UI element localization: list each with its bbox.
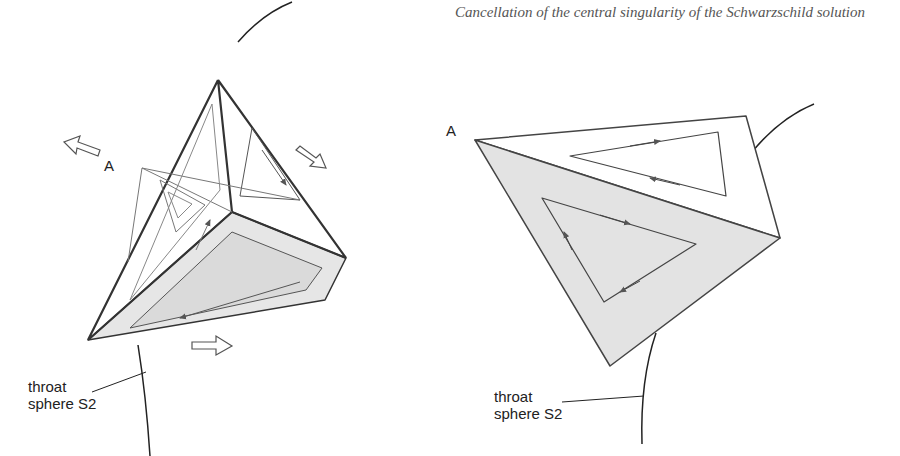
throat-label: throat sphere S2 [494, 388, 574, 423]
throat-label: throat sphere S2 [28, 378, 108, 413]
right-faces [475, 116, 780, 366]
leader-lines [92, 372, 644, 402]
vertex-label: A [446, 122, 466, 139]
motion-arrows [64, 136, 326, 355]
vertex-label: A [104, 157, 124, 174]
running-header: Cancellation of the central singularity … [455, 4, 895, 21]
left-tetrahedron [88, 80, 346, 340]
